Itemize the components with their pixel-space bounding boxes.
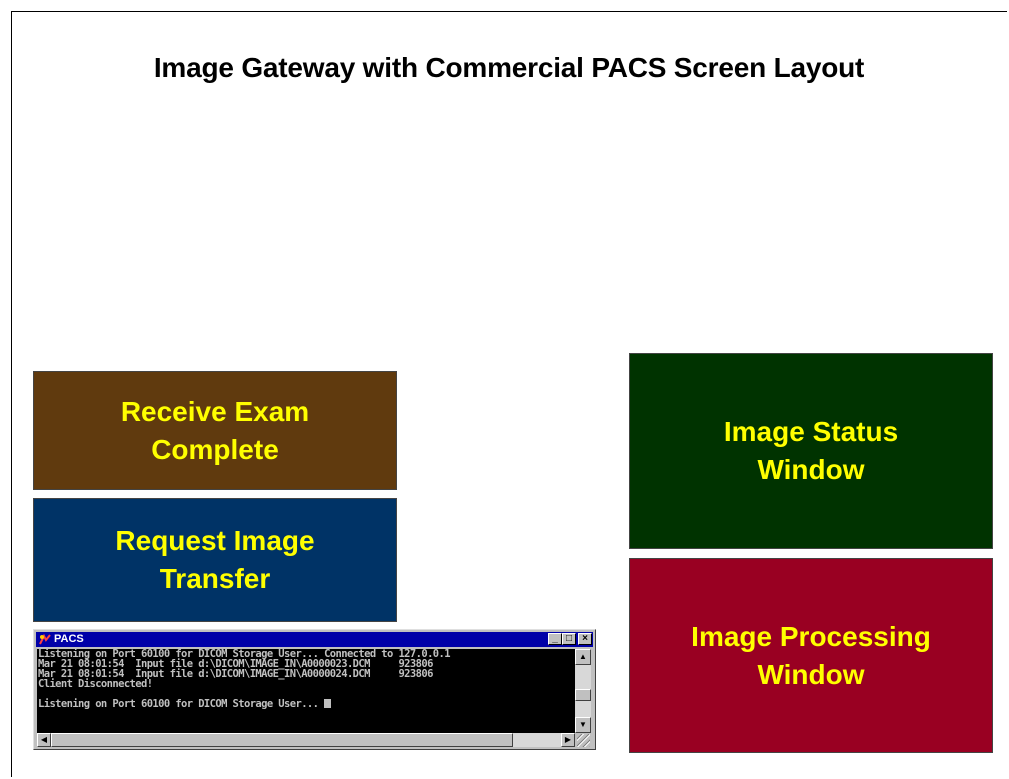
console-line: Client Disconnected! (38, 678, 153, 690)
console-prompt-line: Listening on Port 60100 for DICOM Storag… (37, 699, 575, 709)
text-cursor (324, 699, 332, 708)
console-line: Listening on Port 60100 for DICOM Storag… (38, 698, 325, 710)
vertical-scrollbar[interactable]: ▲ ▼ (575, 649, 591, 733)
image-processing-window-box: Image Processing Window (629, 558, 993, 753)
vertical-scroll-thumb[interactable] (575, 689, 591, 701)
resize-grip-icon[interactable] (577, 734, 590, 747)
slide-frame (11, 11, 1007, 777)
horizontal-scroll-thumb[interactable] (51, 733, 513, 747)
scroll-up-icon[interactable]: ▲ (575, 649, 591, 665)
console-output[interactable]: Listening on Port 60100 for DICOM Storag… (37, 649, 575, 733)
console-title: PACS (54, 633, 84, 645)
pacs-console-window: PACS _ □ × Listening on Port 60100 for D… (33, 629, 596, 750)
scroll-right-icon[interactable]: ▶ (561, 733, 575, 747)
console-line: Listening on Port 60100 for DICOM Storag… (38, 649, 451, 660)
scroll-down-icon[interactable]: ▼ (575, 717, 591, 733)
image-processing-window-label: Image Processing Window (691, 620, 931, 690)
close-icon[interactable]: × (578, 633, 592, 645)
maximize-icon[interactable]: □ (562, 633, 576, 645)
image-status-window-label: Image Status Window (723, 416, 899, 485)
window-controls: _ □ × (548, 633, 592, 646)
console-line: Mar 21 08:01:54 Input file d:\DICOM\IMAG… (38, 668, 433, 680)
receive-exam-complete-box: Receive Exam Complete (33, 371, 397, 490)
console-line: Mar 21 08:01:54 Input file d:\DICOM\IMAG… (38, 658, 433, 670)
scroll-left-icon[interactable]: ◀ (37, 733, 51, 747)
request-image-transfer-box: Request Image Transfer (33, 498, 397, 622)
pacs-app-icon[interactable] (39, 633, 51, 645)
page-title: Image Gateway with Commercial PACS Scree… (153, 52, 865, 83)
receive-exam-complete-label: Receive Exam Complete (120, 395, 310, 465)
minimize-icon[interactable]: _ (548, 633, 562, 645)
horizontal-scrollbar[interactable]: ◀ ▶ (37, 733, 575, 747)
image-status-window-box: Image Status Window (629, 353, 993, 549)
request-image-transfer-label: Request Image Transfer (115, 525, 315, 594)
console-titlebar[interactable]: PACS _ □ × (36, 632, 593, 647)
